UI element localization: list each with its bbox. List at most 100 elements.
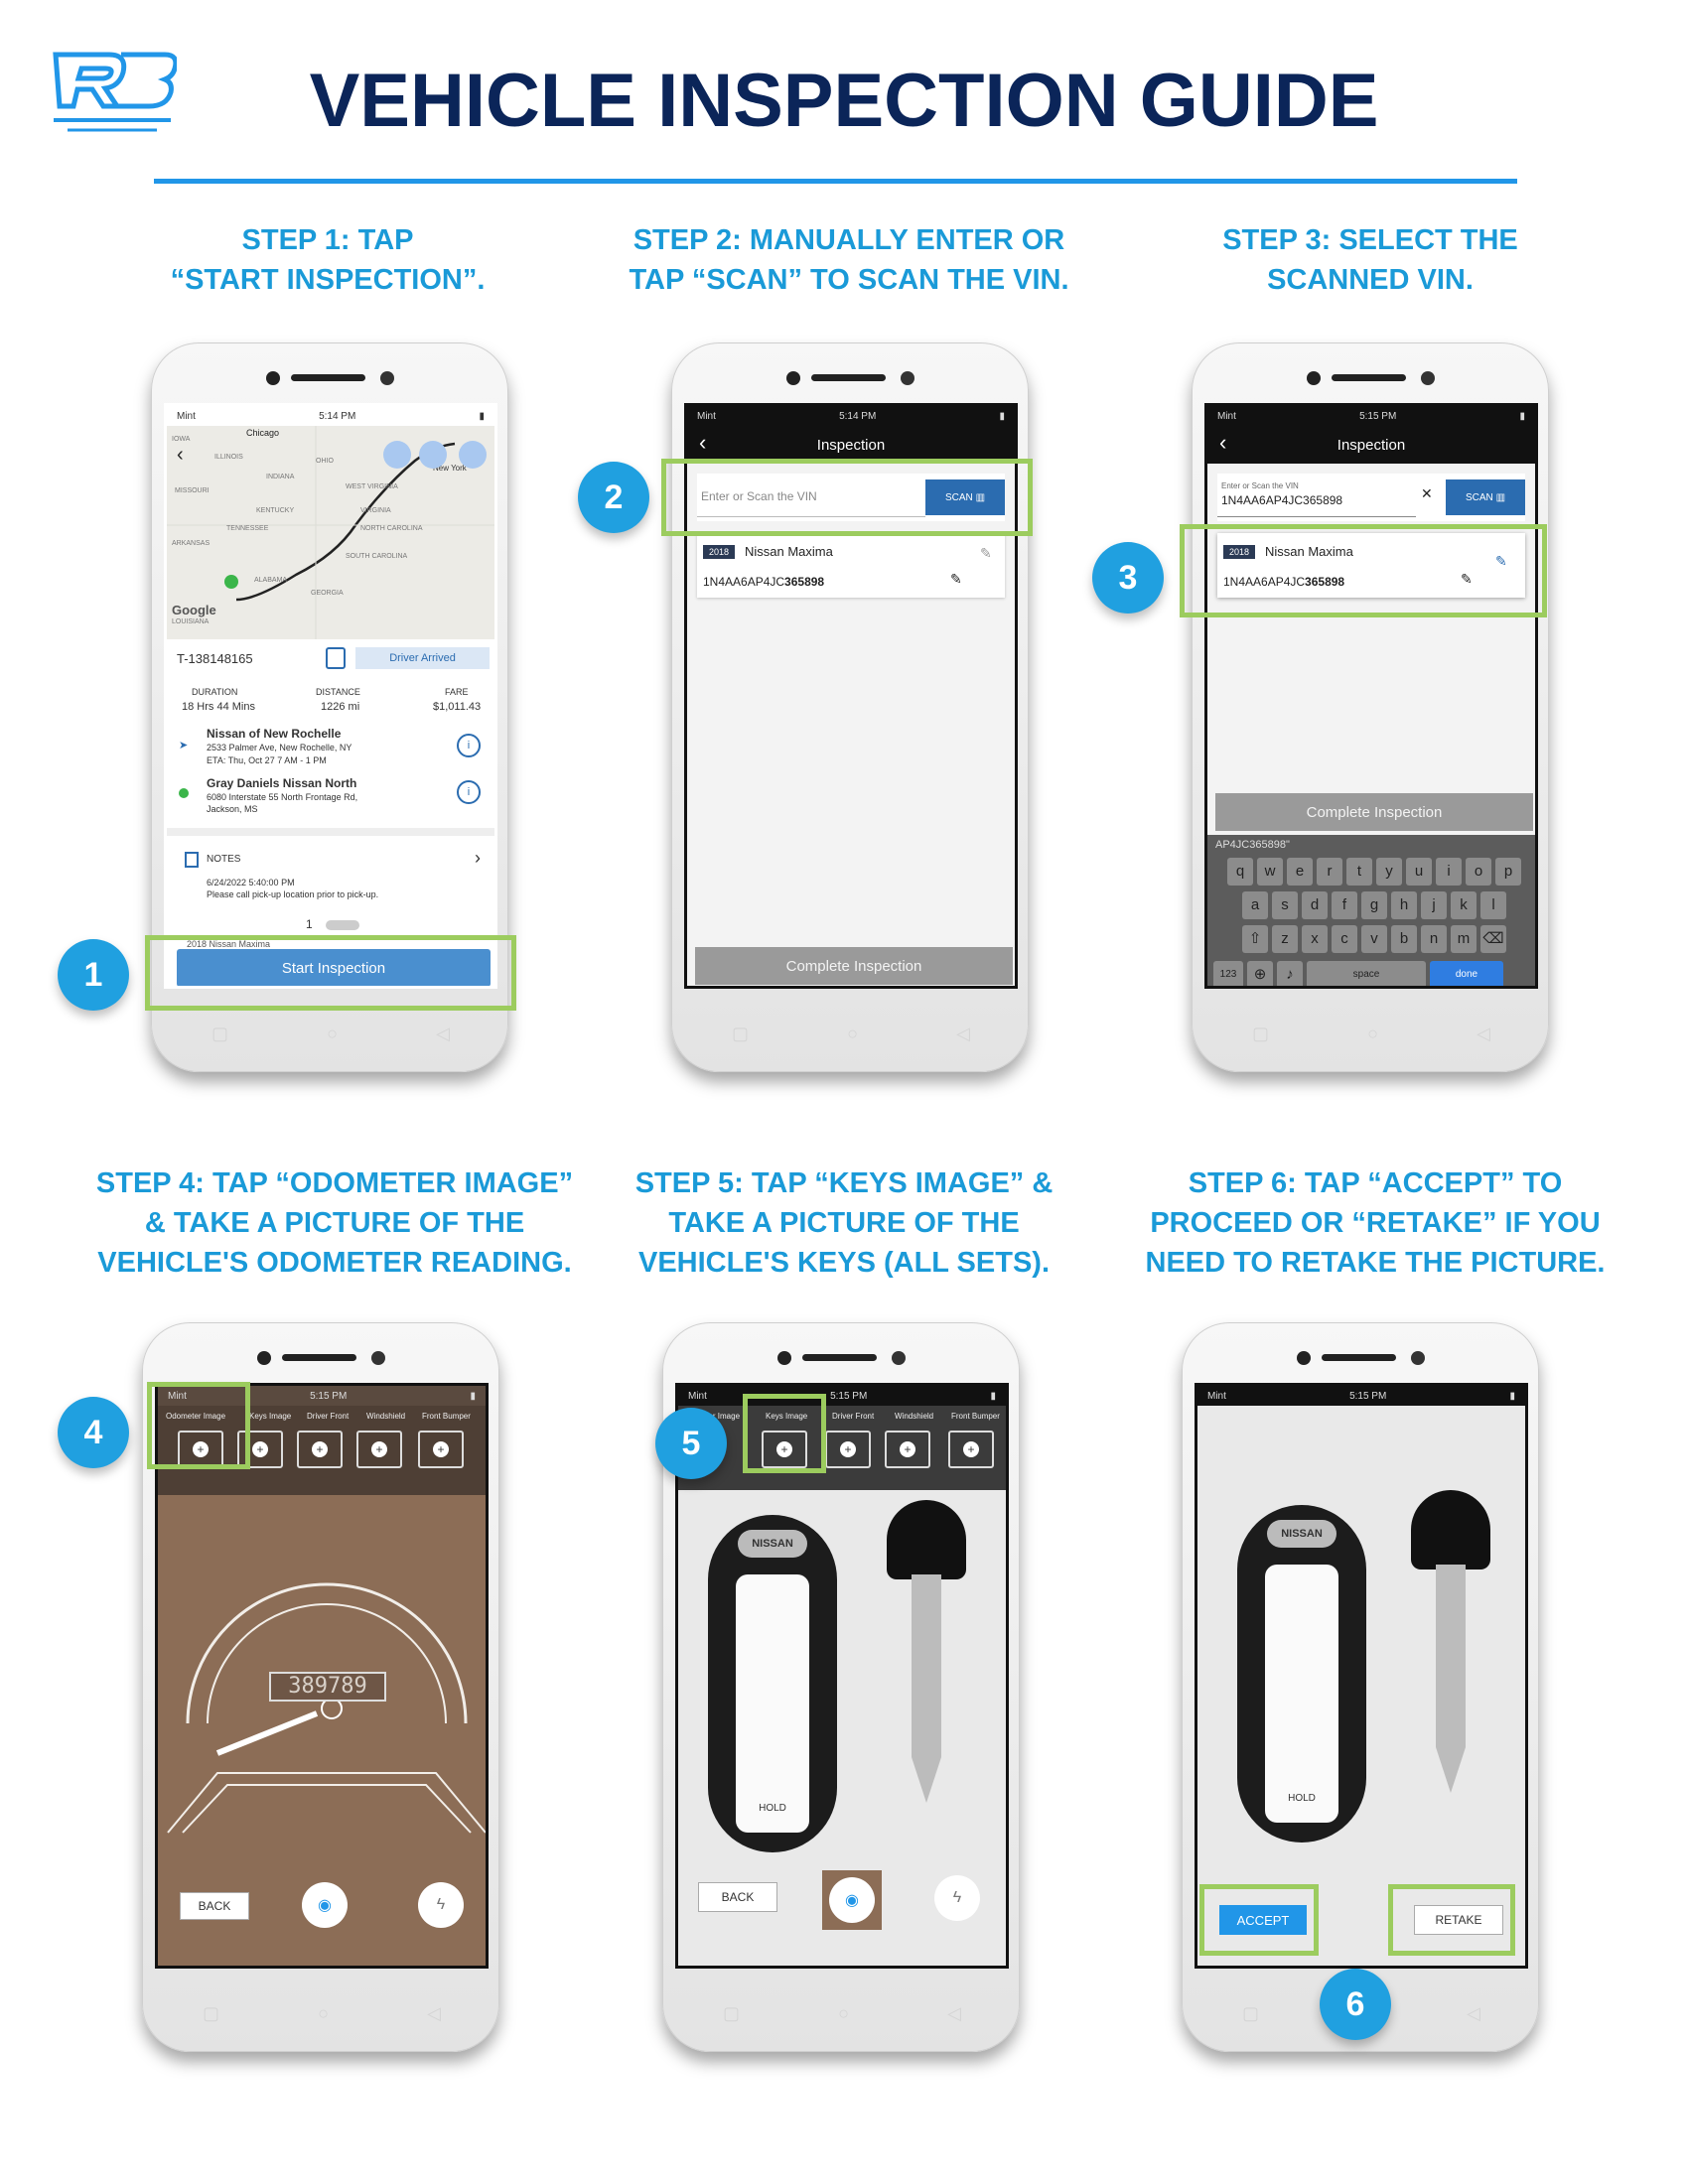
dropoff-pin-icon: [179, 788, 189, 798]
highlight-step-1: [145, 935, 516, 1011]
windshield-tab[interactable]: +: [885, 1431, 930, 1468]
recent-apps-icon: ▢: [211, 1024, 229, 1043]
key-s[interactable]: s: [1272, 891, 1298, 919]
done-key[interactable]: done: [1430, 961, 1503, 986]
key-o[interactable]: o: [1466, 858, 1491, 886]
scan-button[interactable]: SCAN ▥: [925, 479, 1005, 515]
space-key[interactable]: space: [1307, 961, 1426, 986]
flash-off-icon[interactable]: ϟ: [934, 1875, 980, 1921]
key-q[interactable]: q: [1227, 858, 1253, 886]
edit-vin-icon[interactable]: ✎: [950, 571, 962, 587]
pencil-icon[interactable]: ✎: [980, 545, 992, 561]
key-k[interactable]: k: [1451, 891, 1477, 919]
key-u[interactable]: u: [1406, 858, 1432, 886]
start-inspection-button[interactable]: Start Inspection: [177, 949, 491, 986]
chevron-right-icon[interactable]: ›: [475, 848, 481, 868]
shift-key[interactable]: ⇧: [1242, 925, 1268, 953]
back-arrow-icon[interactable]: ‹: [699, 430, 707, 455]
autocomplete-suggestion[interactable]: AP4JC365898": [1215, 839, 1290, 851]
highlight-step-5: [743, 1394, 826, 1473]
key-i[interactable]: i: [1436, 858, 1462, 886]
windshield-tab[interactable]: +: [356, 1431, 402, 1468]
clipboard-icon[interactable]: [326, 647, 346, 669]
scan-button[interactable]: SCAN ▥: [1446, 479, 1525, 515]
retake-button[interactable]: RETAKE: [1414, 1905, 1503, 1935]
highlight-step-2: [661, 459, 1033, 536]
complete-inspection-button[interactable]: Complete Inspection: [1215, 793, 1533, 831]
clear-icon[interactable]: ✕: [1421, 485, 1433, 501]
edit-vin-icon[interactable]: ✎: [1461, 571, 1473, 587]
back-button[interactable]: BACK: [180, 1892, 249, 1920]
key-a[interactable]: a: [1242, 891, 1268, 919]
back-button[interactable]: BACK: [698, 1882, 777, 1912]
key-f[interactable]: f: [1332, 891, 1357, 919]
key-l[interactable]: l: [1480, 891, 1506, 919]
pencil-icon[interactable]: ✎: [1495, 553, 1507, 569]
key-y[interactable]: y: [1376, 858, 1402, 886]
key-g[interactable]: g: [1361, 891, 1387, 919]
key-b[interactable]: b: [1391, 925, 1417, 953]
key-n[interactable]: n: [1421, 925, 1447, 953]
key-m[interactable]: m: [1451, 925, 1477, 953]
key-v[interactable]: v: [1361, 925, 1387, 953]
key-fob-image: NISSAN HOLD: [708, 1515, 837, 1852]
camera-icon[interactable]: ◉: [302, 1882, 348, 1928]
odometer-reading: 389789: [269, 1672, 386, 1702]
key-h[interactable]: h: [1391, 891, 1417, 919]
step-1-caption: STEP 1: TAP“START INSPECTION”.: [170, 224, 486, 296]
key-e[interactable]: e: [1287, 858, 1313, 886]
step-badge-5: 5: [655, 1408, 727, 1479]
key-c[interactable]: c: [1332, 925, 1357, 953]
front-bumper-tab[interactable]: +: [948, 1431, 994, 1468]
mic-key[interactable]: ♪: [1277, 961, 1303, 986]
back-nav-icon: ◁: [436, 1024, 450, 1043]
vehicle-card-selected[interactable]: 2018 Nissan Maxima 1N4AA6AP4JC365898 ✎ ✎: [1217, 533, 1525, 598]
key-p[interactable]: p: [1495, 858, 1521, 886]
camera-icon[interactable]: ◉: [829, 1877, 875, 1923]
driver-front-tab[interactable]: +: [297, 1431, 343, 1468]
key-x[interactable]: x: [1302, 925, 1328, 953]
numbers-key[interactable]: 123: [1213, 961, 1243, 986]
key-z[interactable]: z: [1272, 925, 1298, 953]
accept-button[interactable]: ACCEPT: [1219, 1905, 1307, 1935]
key-t[interactable]: t: [1346, 858, 1372, 886]
key-r[interactable]: r: [1317, 858, 1342, 886]
car-icon: [326, 920, 359, 930]
title-divider: [154, 179, 1517, 184]
screen-title: Inspection: [1336, 436, 1406, 454]
vin-input[interactable]: 1N4AA6AP4JC365898: [1221, 493, 1343, 507]
pickup-info-icon[interactable]: i: [457, 734, 481, 757]
more-icon[interactable]: [459, 441, 487, 469]
chat-icon[interactable]: [419, 441, 447, 469]
key-blade: [912, 1574, 941, 1803]
mic-icon[interactable]: [383, 441, 411, 469]
key-d[interactable]: d: [1302, 891, 1328, 919]
key-w[interactable]: w: [1257, 858, 1283, 886]
complete-inspection-button[interactable]: Complete Inspection: [695, 947, 1013, 985]
globe-key[interactable]: ⊕: [1247, 961, 1273, 986]
keys-image-tab[interactable]: +: [237, 1431, 283, 1468]
navigation-arrow-icon: ➤: [179, 740, 189, 751]
front-bumper-tab[interactable]: +: [418, 1431, 464, 1468]
barcode-icon: ▥: [975, 491, 986, 503]
driver-front-tab[interactable]: +: [825, 1431, 871, 1468]
back-arrow-icon[interactable]: ‹: [177, 444, 184, 466]
flash-off-icon[interactable]: ϟ: [418, 1882, 464, 1928]
back-arrow-icon[interactable]: ‹: [1219, 430, 1227, 455]
dropoff-info-icon[interactable]: i: [457, 780, 481, 804]
key-fob-image: NISSAN HOLD: [1237, 1505, 1366, 1843]
route-map[interactable]: Chicago IOWA ILLINOIS OHIO INDIANA MISSO…: [167, 426, 494, 639]
vehicle-card[interactable]: 2018 Nissan Maxima 1N4AA6AP4JC365898 ✎ ✎: [697, 533, 1005, 598]
key-j[interactable]: j: [1421, 891, 1447, 919]
backspace-key[interactable]: ⌫: [1480, 925, 1506, 953]
trip-id: T-138148165: [177, 651, 253, 666]
vin-input[interactable]: Enter or Scan the VIN: [701, 489, 817, 503]
keys-image-tab[interactable]: +: [762, 1431, 807, 1468]
driver-status-badge: Driver Arrived: [355, 647, 490, 669]
